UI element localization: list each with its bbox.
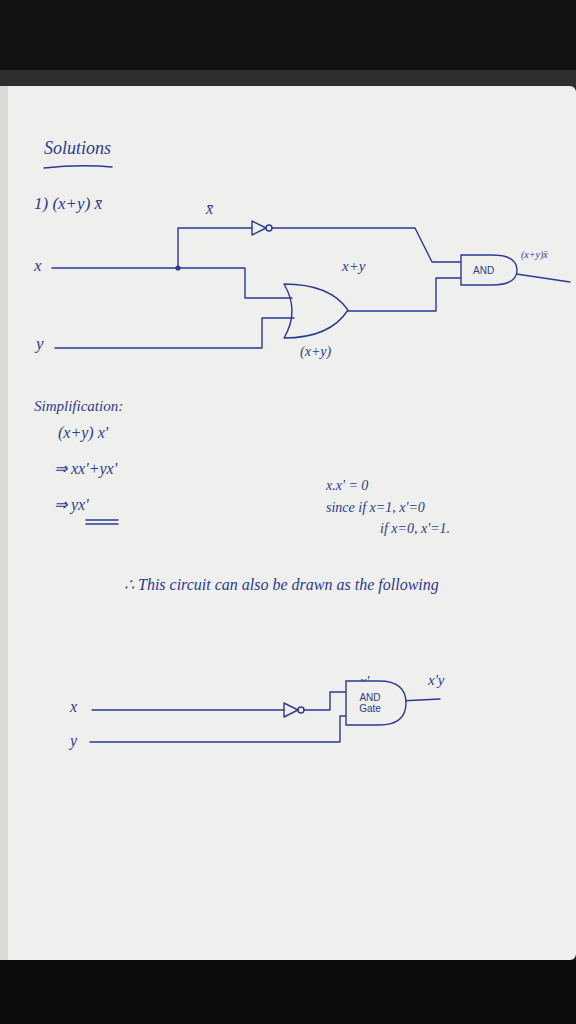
top-band (0, 0, 576, 70)
and-gate: AND Gate (345, 680, 407, 726)
gate-shape (461, 255, 517, 285)
wire-not-out (272, 228, 462, 262)
signal-name: x̄ (206, 200, 213, 218)
side-note: if x=0, x'=1. (380, 521, 450, 537)
signal-name: (x+y) (300, 344, 331, 360)
equation-line: ⇒ xx'+yx' (54, 460, 117, 478)
wire-y (55, 318, 294, 348)
wire-y2 (90, 716, 347, 742)
equation-line: ⇒ yx' (54, 496, 89, 514)
conclusion-note: ∴ This circuit can also be drawn as the … (124, 566, 454, 604)
side-note: x.x' = 0 (326, 478, 368, 494)
output-name: (x+y)x̄ (521, 249, 548, 261)
gate-name: AND Gate (353, 692, 387, 714)
equation-line: (x+y) x' (58, 424, 108, 442)
input-name: y (36, 334, 44, 354)
wire-not2-out (304, 692, 347, 710)
wire-x2 (92, 709, 284, 710)
junction-dot (175, 265, 180, 270)
input-name: x (34, 256, 42, 276)
wire-x (52, 268, 292, 298)
output-name: x'y (428, 672, 445, 689)
paper-sheet (0, 86, 576, 960)
wire-or-out (348, 278, 462, 311)
section-heading: Simplification: (34, 398, 123, 415)
bottom-band (0, 960, 576, 1024)
not-gate-2 (284, 703, 298, 717)
paper-shadow (0, 86, 8, 960)
dark-gap (0, 70, 576, 88)
exercise-heading: 1) (x+y) x̄ (34, 194, 102, 214)
page-title: Solutions (44, 138, 111, 159)
gate-name: AND (473, 265, 494, 276)
signal-name: x+y (342, 258, 365, 275)
wire-x-to-not (178, 228, 252, 268)
input-name: x (70, 698, 77, 716)
input-name: y (70, 732, 77, 750)
or-gate (284, 284, 348, 338)
gate-shape (346, 681, 406, 725)
not-gate (252, 221, 266, 235)
not-bubble (266, 225, 272, 231)
and-gate: AND (460, 254, 518, 286)
double-underline (86, 520, 118, 524)
title-underline (44, 166, 112, 168)
not-bubble-2 (298, 707, 304, 713)
side-note: since if x=1, x'=0 (326, 500, 425, 516)
